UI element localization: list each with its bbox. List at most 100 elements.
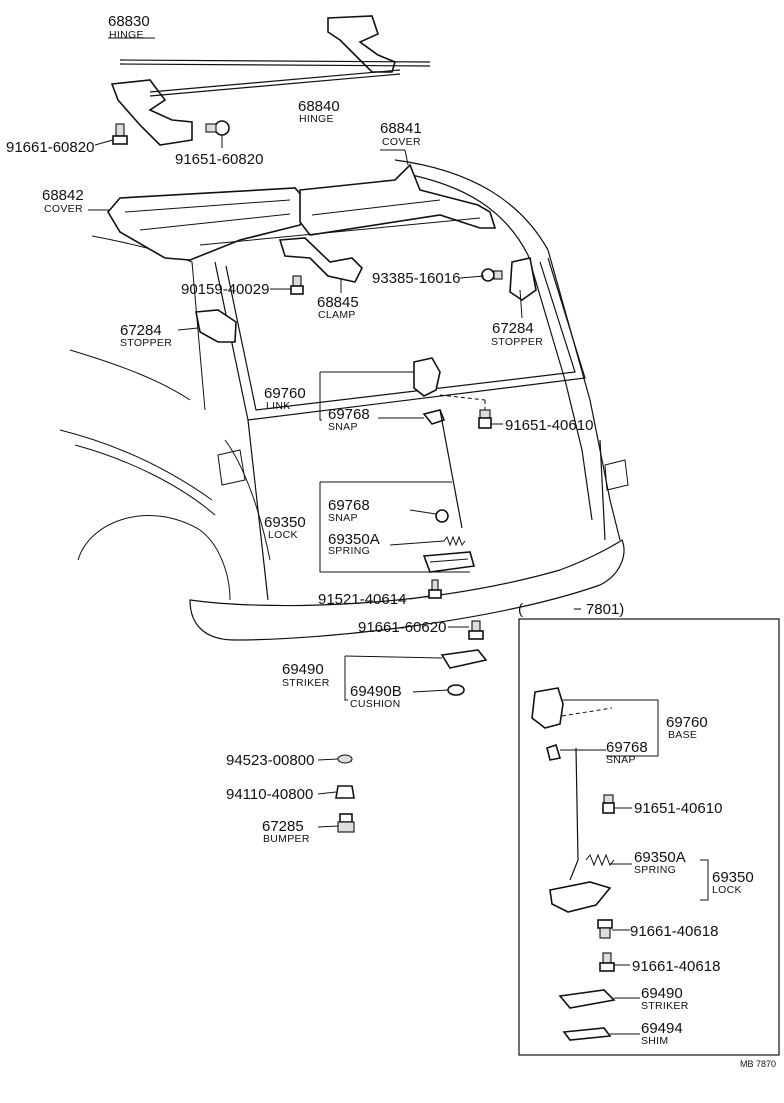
- snap-clip-a: [422, 409, 446, 425]
- bumper-icon-67285: [337, 813, 355, 833]
- part-number: 91651-60820: [175, 151, 263, 168]
- cover-68841-shape: [199, 163, 497, 246]
- part-name: COVER: [382, 136, 421, 148]
- part-number: 68840: [298, 98, 340, 115]
- bolt-icon-91651-40610: [478, 409, 492, 429]
- part-number: 90159-40029: [181, 281, 269, 298]
- inset-bolt-icon-b: [599, 952, 615, 972]
- part-number: 69494: [641, 1020, 683, 1037]
- part-number: 68842: [42, 187, 84, 204]
- inset-title: ( − 7801): [518, 601, 624, 618]
- callout-bolt-91521-40614: 91521-40614: [318, 591, 406, 608]
- watermark-code: MB 7870: [740, 1059, 776, 1069]
- inset-callout-lock-69350: 69350 LOCK: [712, 869, 754, 896]
- inset-callout-spring-69350A: 69350A SPRING: [634, 849, 686, 876]
- callout-link-69760: 69760 LINK: [264, 385, 306, 412]
- part-number: 93385-16016: [372, 270, 460, 287]
- part-number: 91661-60620: [358, 619, 446, 636]
- part-name: STRIKER: [641, 1000, 689, 1012]
- callout-hinge-68830: 68830 HINGE: [108, 13, 150, 41]
- hinge-68840-shape: [110, 69, 401, 146]
- callout-bolt-91651-60820: 91651-60820: [175, 151, 263, 168]
- part-number: 69490: [641, 985, 683, 1002]
- part-number: 69350: [264, 514, 306, 531]
- callout-bolt-91651-40610: 91651-40610: [505, 417, 593, 434]
- part-number: 94523-00800: [226, 752, 314, 769]
- snap-clip-b: [435, 509, 449, 523]
- part-number: 69490B: [350, 683, 402, 700]
- part-name: CLAMP: [318, 309, 356, 321]
- callout-cover-68841: 68841 COVER: [380, 120, 422, 148]
- part-number: 67284: [492, 320, 534, 337]
- part-name: LOCK: [268, 529, 298, 541]
- part-name: COVER: [44, 203, 83, 215]
- part-number: 68845: [317, 294, 359, 311]
- link-69760-shape: [413, 357, 486, 410]
- part-name: HINGE: [109, 29, 144, 41]
- stopper-right-shape: [509, 257, 537, 301]
- bolt-icon-top-left: [112, 123, 128, 145]
- part-name: HINGE: [299, 113, 334, 125]
- inset-callout-bolt-91661-40618-a: 91661-40618: [630, 923, 718, 940]
- callout-clamp-68845: 68845 CLAMP: [317, 294, 359, 321]
- part-number: 67284: [120, 322, 162, 339]
- part-number: 67285: [262, 818, 304, 835]
- part-number: 69490: [282, 661, 324, 678]
- part-name: STRIKER: [282, 677, 330, 689]
- part-name: BASE: [668, 729, 697, 741]
- part-number: 69760: [264, 385, 306, 402]
- callout-stopper-67284-right: 67284 STOPPER: [491, 320, 543, 348]
- callout-snap-69768-b: 69768 SNAP: [328, 497, 370, 524]
- callout-nut-94523-00800: 94523-00800: [226, 752, 314, 769]
- inset-striker-shape: [558, 989, 616, 1009]
- stopper-left-shape: [195, 309, 237, 343]
- lock-rod: [439, 409, 463, 529]
- screw-icon-90159: [290, 275, 304, 295]
- part-number: 91661-40618: [632, 958, 720, 975]
- callout-snap-69768-a: 69768 SNAP: [328, 406, 370, 433]
- bolt-icon-91521: [428, 579, 442, 599]
- spring-coil: [443, 535, 466, 547]
- part-number: 91521-40614: [318, 591, 406, 608]
- bolt-icon-top-center: [205, 120, 230, 136]
- inset-callout-bolt-91661-40618-b: 91661-40618: [632, 958, 720, 975]
- part-name: LINK: [266, 400, 291, 412]
- lock-body-shape: [422, 551, 476, 573]
- part-number: 69760: [666, 714, 708, 731]
- callout-nut-94110-40800: 94110-40800: [226, 786, 313, 803]
- inset-callout-base-69760: 69760 BASE: [666, 714, 708, 741]
- inset-bolt-icon-91651: [602, 794, 615, 814]
- part-number: 69350A: [634, 849, 686, 866]
- inset-callout-striker-69490: 69490 STRIKER: [641, 985, 689, 1012]
- part-name: BUMPER: [263, 833, 310, 845]
- part-number: 69350: [712, 869, 754, 886]
- bolt-icon-91661-60620: [468, 620, 484, 640]
- callout-bumper-67285: 67285 BUMPER: [262, 818, 310, 845]
- leader-lines: [88, 37, 709, 1035]
- part-name: SPRING: [328, 545, 370, 557]
- part-name: SNAP: [328, 421, 358, 433]
- part-number: 91661-40618: [630, 923, 718, 940]
- inset-rod: [569, 747, 579, 881]
- callout-striker-69490: 69490 STRIKER: [282, 661, 330, 689]
- callout-screw-90159-40029: 90159-40029: [181, 281, 269, 298]
- part-name: SHIM: [641, 1035, 668, 1047]
- callout-bolt-91661-60820: 91661-60820: [6, 139, 94, 156]
- part-number: 94110-40800: [226, 786, 313, 803]
- part-number: 68841: [380, 120, 422, 137]
- callout-spring-69350A: 69350A SPRING: [328, 531, 380, 557]
- inset-bolt-icon-a: [597, 919, 613, 939]
- part-number: 91651-40610: [505, 417, 593, 434]
- inset-base-shape: [531, 687, 613, 729]
- part-number: 91661-60820: [6, 139, 94, 156]
- inset-lock-body-shape: [549, 881, 612, 913]
- part-number: 69768: [606, 739, 648, 756]
- callout-stopper-67284-left: 67284 STOPPER: [120, 322, 172, 349]
- callout-lock-69350: 69350 LOCK: [264, 514, 306, 541]
- clamp-68845-shape: [278, 237, 363, 283]
- callout-bolt-91661-60620: 91661-60620: [358, 619, 446, 636]
- inset-callout-bolt-91651-40610: 91651-40610: [634, 800, 722, 817]
- inset-callout-snap-69768: 69768 SNAP: [606, 739, 648, 766]
